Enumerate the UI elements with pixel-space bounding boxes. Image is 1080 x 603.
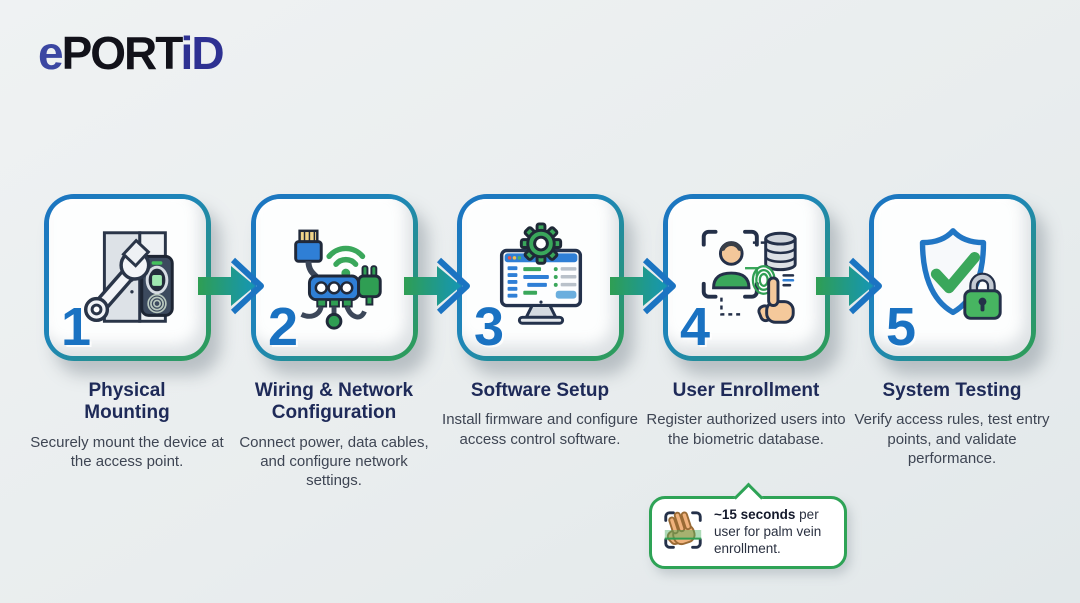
step-card-4-inner: 4 [668, 199, 825, 356]
enrollment-time-callout: ~15 seconds per user for palm vein enrol… [649, 496, 847, 569]
flow-arrow-4 [816, 257, 882, 315]
shield-check-lock-icon [919, 227, 1002, 320]
callout-bold-text: ~15 seconds [714, 507, 796, 523]
step-title-4: User Enrollment [672, 380, 820, 401]
step-title-3: Software Setup [470, 380, 610, 401]
step-description-1: Securely mount the device at the access … [30, 433, 224, 470]
step-text-3: Software Setup Install firmware and conf… [434, 380, 646, 449]
cables-network-icon [293, 229, 382, 330]
step-description-5: Verify access rules, test entry points, … [854, 411, 1050, 467]
step-card-2-inner: 2 [256, 199, 413, 356]
step-text-4: User Enrollment Register authorized user… [640, 380, 852, 449]
step-card-5-inner: 5 [874, 199, 1031, 356]
wrench-door-mounting-icon [83, 230, 174, 323]
step-card-5: 5 [869, 194, 1036, 361]
flow-arrow-1 [198, 257, 264, 315]
flow-arrow-2 [404, 257, 470, 315]
monitor-gear-icon [499, 221, 582, 325]
eportid-logo: ePORTiD [38, 26, 225, 80]
step-number-2: 2 [268, 297, 299, 357]
step-card-3: 3 [457, 194, 624, 361]
logo-part-id: iD [180, 27, 225, 79]
step-text-5: System Testing Verify access rules, test… [846, 380, 1058, 468]
step-number-5: 5 [886, 297, 917, 357]
step-number-1: 1 [61, 297, 92, 357]
step-title-2: Wiring & Network Configuration [254, 380, 414, 424]
callout-rest-text: per user for palm vein enrollment. [714, 507, 822, 556]
logo-part-port: PORT [61, 27, 183, 79]
step-text-2: Wiring & Network Configuration Connect p… [228, 380, 440, 490]
step-title-5: System Testing [882, 380, 1022, 401]
flow-arrow-3 [610, 257, 676, 315]
logo-part-e: e [38, 27, 64, 79]
step-title-1: Physical Mounting [84, 380, 170, 424]
step-number-3: 3 [474, 297, 505, 357]
step-card-2: 2 [251, 194, 418, 361]
step-card-3-inner: 3 [462, 199, 619, 356]
step-number-4: 4 [680, 297, 711, 357]
callout-text: ~15 seconds per user for palm vein enrol… [714, 507, 834, 558]
step-card-1: 1 [44, 194, 211, 361]
step-card-1-inner: 1 [49, 199, 206, 356]
step-description-3: Install firmware and configure access co… [442, 411, 638, 448]
step-description-2: Connect power, data cables, and configur… [239, 433, 429, 490]
palm-scan-icon [660, 507, 706, 558]
step-description-4: Register authorized users into the biome… [646, 411, 846, 448]
step-card-4: 4 [663, 194, 830, 361]
step-text-1: Physical Mounting Securely mount the dev… [21, 380, 233, 471]
biometric-enrollment-icon [701, 229, 797, 324]
